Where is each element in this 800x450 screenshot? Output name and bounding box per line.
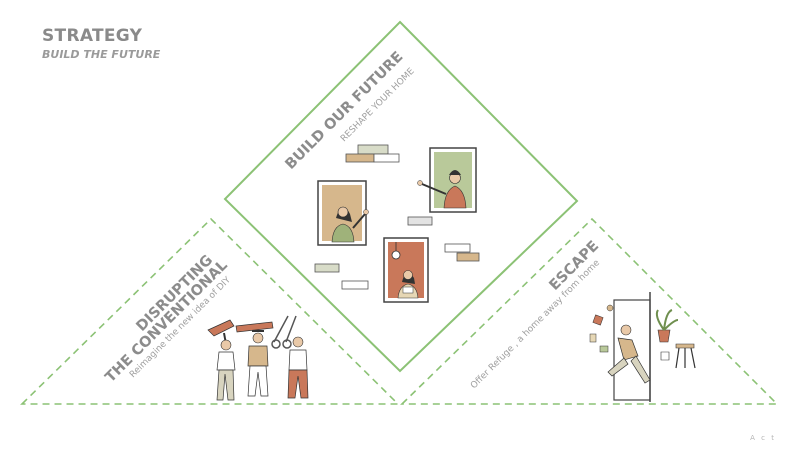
window-man-illustration — [417, 147, 477, 213]
disrupt-title-line2: THE CONVENTIONAL — [103, 257, 231, 385]
disrupt-triangle — [20, 217, 400, 405]
escape-illustration — [589, 292, 696, 402]
future-diamond — [223, 20, 579, 373]
header: STRATEGY BUILD THE FUTURE — [42, 26, 160, 61]
escape-triangle — [400, 217, 779, 405]
page-title: STRATEGY — [42, 26, 143, 46]
window-woman-illustration — [317, 180, 369, 246]
page-footer-mark: A c t — [750, 434, 776, 442]
bricks-illustration — [314, 144, 480, 290]
page-subtitle: BUILD THE FUTURE — [42, 48, 161, 61]
diy-people-illustration — [207, 315, 309, 401]
window-reader-illustration — [383, 237, 429, 303]
